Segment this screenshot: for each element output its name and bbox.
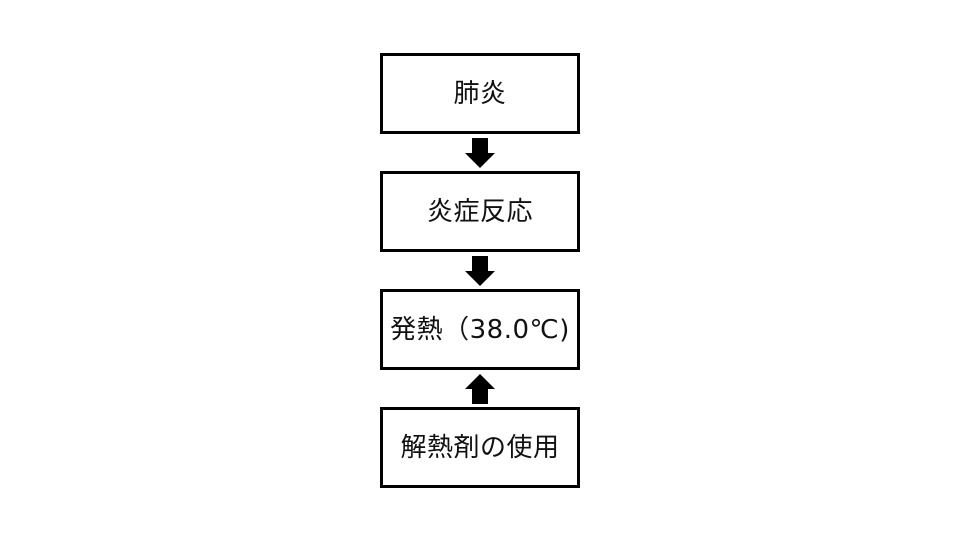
flow-node-label: 肺炎 [453,78,507,109]
flow-connector-down-2 [380,252,580,289]
flow-node-fever[interactable]: 発熱（38.0℃) [380,289,580,370]
flow-node-label: 発熱（38.0℃) [390,314,570,345]
flow-node-inflammatory-response[interactable]: 炎症反応 [380,171,580,252]
arrow-down-icon [465,137,495,168]
flow-connector-up-1 [380,370,580,407]
flow-node-label: 炎症反応 [426,196,533,227]
arrow-up-icon [465,373,495,404]
flow-connector-down-1 [380,134,580,171]
flowchart: 肺炎 炎症反応 発熱（38.0℃) [380,53,580,488]
arrow-down-icon [465,255,495,286]
flow-node-label: 解熱剤の使用 [400,432,560,463]
flow-node-pneumonia[interactable]: 肺炎 [380,53,580,134]
flow-node-antipyretic-use[interactable]: 解熱剤の使用 [380,407,580,488]
